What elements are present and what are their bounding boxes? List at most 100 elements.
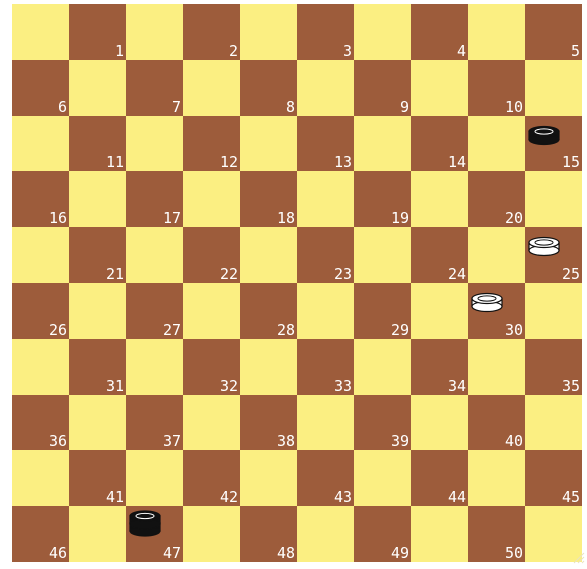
square-number: 14 — [448, 155, 466, 170]
board-square-29[interactable]: 29 — [354, 283, 411, 339]
board-square-17[interactable]: 17 — [126, 171, 183, 227]
square-number: 48 — [277, 546, 295, 561]
board-light-square — [525, 171, 582, 227]
board-light-square — [69, 506, 126, 562]
board-square-22[interactable]: 22 — [183, 227, 240, 283]
square-number: 5 — [571, 44, 580, 59]
board-square-27[interactable]: 27 — [126, 283, 183, 339]
board-light-square — [12, 4, 69, 60]
board-light-square — [354, 450, 411, 506]
board-square-40[interactable]: 40 — [468, 395, 525, 451]
square-number: 22 — [220, 267, 238, 282]
board-square-39[interactable]: 39 — [354, 395, 411, 451]
board-light-square — [411, 283, 468, 339]
white-man-piece[interactable] — [471, 289, 503, 315]
square-number: 23 — [334, 267, 352, 282]
board-square-3[interactable]: 3 — [297, 4, 354, 60]
board-square-18[interactable]: 18 — [240, 171, 297, 227]
board-light-square — [468, 4, 525, 60]
square-number: 38 — [277, 434, 295, 449]
board-light-square — [525, 283, 582, 339]
board-square-44[interactable]: 44 — [411, 450, 468, 506]
board-square-36[interactable]: 36 — [12, 395, 69, 451]
board-square-49[interactable]: 49 — [354, 506, 411, 562]
board-square-14[interactable]: 14 — [411, 116, 468, 172]
black-king-piece[interactable] — [129, 508, 161, 538]
board-square-19[interactable]: 19 — [354, 171, 411, 227]
board-light-square — [411, 60, 468, 116]
board-square-34[interactable]: 34 — [411, 339, 468, 395]
board-square-38[interactable]: 38 — [240, 395, 297, 451]
square-number: 45 — [562, 490, 580, 505]
board-square-15[interactable]: 15 — [525, 116, 582, 172]
square-number: 10 — [505, 100, 523, 115]
board-square-48[interactable]: 48 — [240, 506, 297, 562]
board-square-25[interactable]: 25 — [525, 227, 582, 283]
square-number: 26 — [49, 323, 67, 338]
board-square-50[interactable]: 50 — [468, 506, 525, 562]
board-square-9[interactable]: 9 — [354, 60, 411, 116]
resize-grip-icon[interactable] — [571, 550, 585, 564]
board-square-24[interactable]: 24 — [411, 227, 468, 283]
board-light-square — [183, 171, 240, 227]
board-square-6[interactable]: 6 — [12, 60, 69, 116]
board-square-46[interactable]: 46 — [12, 506, 69, 562]
board-square-47[interactable]: 47 — [126, 506, 183, 562]
board-light-square — [240, 450, 297, 506]
board-square-20[interactable]: 20 — [468, 171, 525, 227]
square-number: 11 — [106, 155, 124, 170]
board-light-square — [69, 171, 126, 227]
board-square-31[interactable]: 31 — [69, 339, 126, 395]
square-number: 9 — [400, 100, 409, 115]
board-square-37[interactable]: 37 — [126, 395, 183, 451]
board-light-square — [126, 339, 183, 395]
board-square-43[interactable]: 43 — [297, 450, 354, 506]
board-square-23[interactable]: 23 — [297, 227, 354, 283]
board-square-21[interactable]: 21 — [69, 227, 126, 283]
board-square-10[interactable]: 10 — [468, 60, 525, 116]
board-light-square — [12, 227, 69, 283]
board-square-26[interactable]: 26 — [12, 283, 69, 339]
square-number: 17 — [163, 211, 181, 226]
board-light-square — [525, 395, 582, 451]
board-square-30[interactable]: 30 — [468, 283, 525, 339]
board-light-square — [525, 60, 582, 116]
board-square-1[interactable]: 1 — [69, 4, 126, 60]
black-man-piece[interactable] — [528, 122, 560, 148]
board-square-28[interactable]: 28 — [240, 283, 297, 339]
board-light-square — [354, 227, 411, 283]
board-square-13[interactable]: 13 — [297, 116, 354, 172]
board-square-5[interactable]: 5 — [525, 4, 582, 60]
board-square-12[interactable]: 12 — [183, 116, 240, 172]
board-light-square — [183, 506, 240, 562]
square-number: 41 — [106, 490, 124, 505]
board-square-41[interactable]: 41 — [69, 450, 126, 506]
square-number: 12 — [220, 155, 238, 170]
board-square-45[interactable]: 45 — [525, 450, 582, 506]
board-light-square — [297, 171, 354, 227]
board-square-16[interactable]: 16 — [12, 171, 69, 227]
board-square-42[interactable]: 42 — [183, 450, 240, 506]
square-number: 19 — [391, 211, 409, 226]
board-square-33[interactable]: 33 — [297, 339, 354, 395]
board-square-8[interactable]: 8 — [240, 60, 297, 116]
square-number: 33 — [334, 379, 352, 394]
board-square-2[interactable]: 2 — [183, 4, 240, 60]
board-light-square — [12, 116, 69, 172]
square-number: 2 — [229, 44, 238, 59]
square-number: 42 — [220, 490, 238, 505]
board-square-35[interactable]: 35 — [525, 339, 582, 395]
square-number: 36 — [49, 434, 67, 449]
square-number: 15 — [562, 155, 580, 170]
board-light-square — [126, 116, 183, 172]
board-square-11[interactable]: 11 — [69, 116, 126, 172]
board-square-7[interactable]: 7 — [126, 60, 183, 116]
square-number: 21 — [106, 267, 124, 282]
square-number: 4 — [457, 44, 466, 59]
square-number: 46 — [49, 546, 67, 561]
board-light-square — [240, 339, 297, 395]
square-number: 34 — [448, 379, 466, 394]
board-square-32[interactable]: 32 — [183, 339, 240, 395]
board-square-4[interactable]: 4 — [411, 4, 468, 60]
white-man-piece[interactable] — [528, 233, 560, 259]
